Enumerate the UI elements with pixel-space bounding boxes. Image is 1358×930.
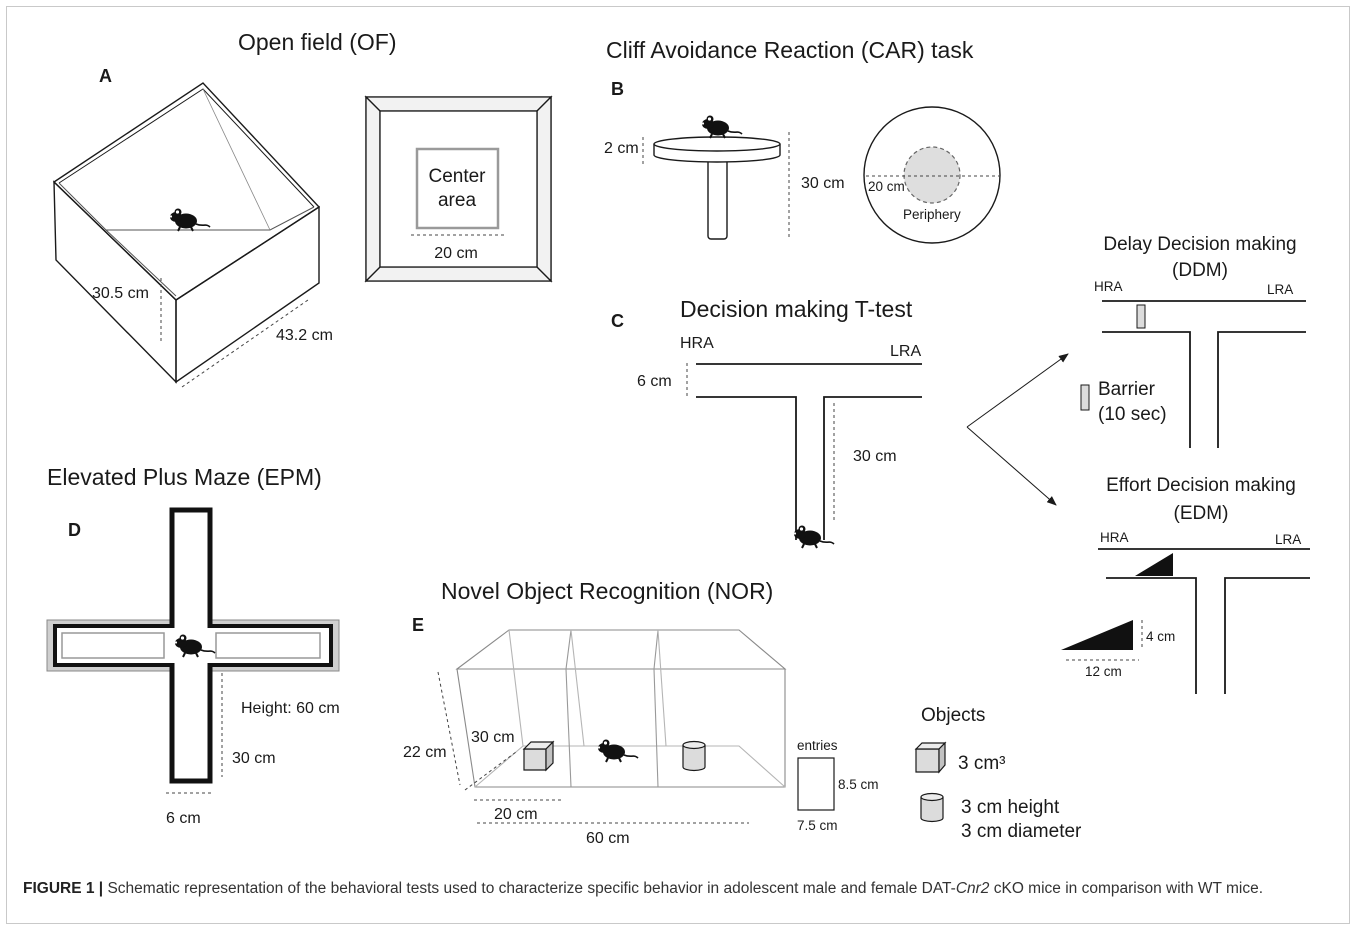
ddm-lra-label: LRA [1267, 282, 1293, 297]
mouse-icon [168, 207, 211, 232]
figure-frame [6, 6, 1350, 924]
cube-legend-icon [914, 741, 947, 774]
panel-c-letter: C [611, 311, 624, 331]
edm-lra-label: LRA [1275, 532, 1301, 547]
panel-e-title: Novel Object Recognition (NOR) [441, 578, 773, 604]
ddm-title-2: (DDM) [1172, 260, 1228, 281]
panel-c: Decision making T-test C HRA LRA 6 cm 30… [611, 296, 1069, 549]
panel-e: Novel Object Recognition (NOR) E 22 cm 3… [403, 578, 1082, 847]
lra-label: LRA [890, 343, 921, 360]
entry-door [797, 757, 835, 811]
epm-height-label: Height: 60 cm [241, 700, 340, 717]
platform-height-label: 2 cm [604, 140, 639, 157]
ramp-height-label: 4 cm [1146, 629, 1175, 644]
dim-line [181, 299, 309, 388]
cylinder-label-2: 3 cm diameter [961, 821, 1082, 842]
barrier-label-2: (10 sec) [1098, 404, 1167, 425]
caption-gene: Cnr2 [955, 880, 990, 897]
barrier-icon [1136, 304, 1146, 329]
pole-height-label: 30 cm [801, 175, 845, 192]
open-field-box [52, 82, 321, 384]
caption-text: Schematic representation of the behavior… [103, 880, 956, 897]
ramp-length-label: 12 cm [1085, 664, 1122, 679]
mouse-icon [596, 738, 639, 763]
entry-height-label: 8.5 cm [838, 777, 879, 792]
panel-b-letter: B [611, 79, 624, 99]
stem-length-label: 30 cm [853, 448, 897, 465]
ramp-legend-icon [1061, 620, 1133, 650]
arrow-to-ddm [966, 353, 1069, 428]
figure-caption: FIGURE 1 | Schematic representation of t… [23, 877, 1343, 900]
cylinder-object [682, 740, 706, 772]
entry-width-label: 7.5 cm [797, 818, 838, 833]
barrier-legend-icon [1080, 384, 1090, 411]
ddm-title: Delay Decision making [1103, 234, 1296, 255]
cylinder-label: 3 cm height [961, 797, 1060, 818]
panel-edm: Effort Decision making (EDM) HRA LRA 4 c… [1061, 475, 1310, 694]
car-platform [653, 136, 781, 240]
mouse-icon [792, 524, 835, 549]
panel-c-title: Decision making T-test [680, 296, 913, 322]
center-size-label: 20 cm [434, 245, 478, 262]
ddm-maze [1102, 300, 1306, 448]
caption-text-2: cKO mice in comparison with WT mice. [989, 880, 1264, 897]
center-area-label: Center [428, 166, 486, 187]
caption-label: FIGURE 1 | [23, 880, 104, 897]
barrier-label: Barrier [1098, 379, 1156, 400]
panel-d: Elevated Plus Maze (EPM) D Height: 60 cm… [46, 464, 340, 827]
edm-maze [1098, 548, 1310, 694]
nor-depth-label: 30 cm [471, 729, 515, 746]
of-width-label: 30.5 cm [92, 285, 149, 302]
nor-total-length-label: 60 cm [586, 830, 630, 847]
panel-b-title: Cliff Avoidance Reaction (CAR) task [606, 37, 974, 63]
center-diameter-label: 20 cm [868, 179, 905, 194]
car-top-view [863, 106, 1001, 244]
mouse-icon [700, 114, 743, 139]
ddm-hra-label: HRA [1094, 279, 1123, 294]
nor-arena [455, 629, 787, 788]
t-maze [696, 363, 922, 540]
panel-a: Open field (OF) A 30.5 cm 43.2 cm [52, 29, 553, 388]
panel-a-title: Open field (OF) [238, 29, 397, 55]
epm-arm-width-label: 6 cm [166, 810, 201, 827]
periphery-label: Periphery [903, 207, 961, 222]
open-field-top-view [364, 95, 553, 283]
cube-object [522, 740, 555, 772]
edm-title-2: (EDM) [1174, 503, 1229, 524]
hra-label: HRA [680, 335, 714, 352]
center-area-label-2: area [438, 190, 476, 211]
panel-b: Cliff Avoidance Reaction (CAR) task B 2 … [604, 37, 1001, 244]
objects-title: Objects [921, 705, 985, 726]
of-length-label: 43.2 cm [276, 327, 333, 344]
edm-hra-label: HRA [1100, 530, 1129, 545]
edm-title: Effort Decision making [1106, 475, 1296, 496]
arm-width-label: 6 cm [637, 373, 672, 390]
panel-e-letter: E [412, 615, 424, 635]
cube-label: 3 cm³ [958, 753, 1006, 774]
nor-compartment-label: 20 cm [494, 806, 538, 823]
panel-ddm: Delay Decision making (DDM) HRA LRA Barr… [1080, 234, 1306, 448]
panel-d-letter: D [68, 520, 81, 540]
arrow-to-edm [966, 426, 1057, 506]
cylinder-legend-icon [920, 792, 944, 823]
panel-a-letter: A [99, 66, 112, 86]
panel-d-title: Elevated Plus Maze (EPM) [47, 464, 322, 490]
nor-height-label: 22 cm [403, 744, 447, 761]
epm-arm-length-label: 30 cm [232, 750, 276, 767]
ramp-icon [1135, 553, 1173, 576]
entries-label: entries [797, 738, 838, 753]
